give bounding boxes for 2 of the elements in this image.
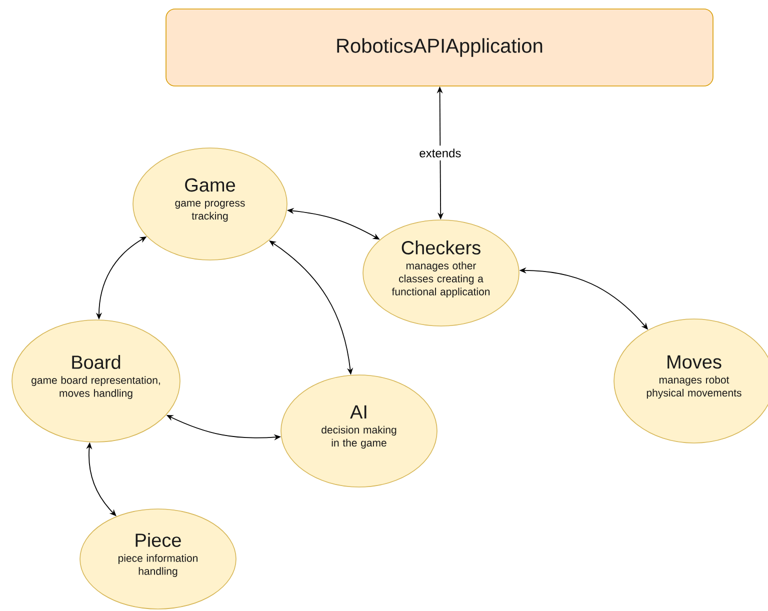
class-box: RoboticsAPIApplication [166, 8, 714, 86]
edge-label: extends [416, 146, 464, 160]
